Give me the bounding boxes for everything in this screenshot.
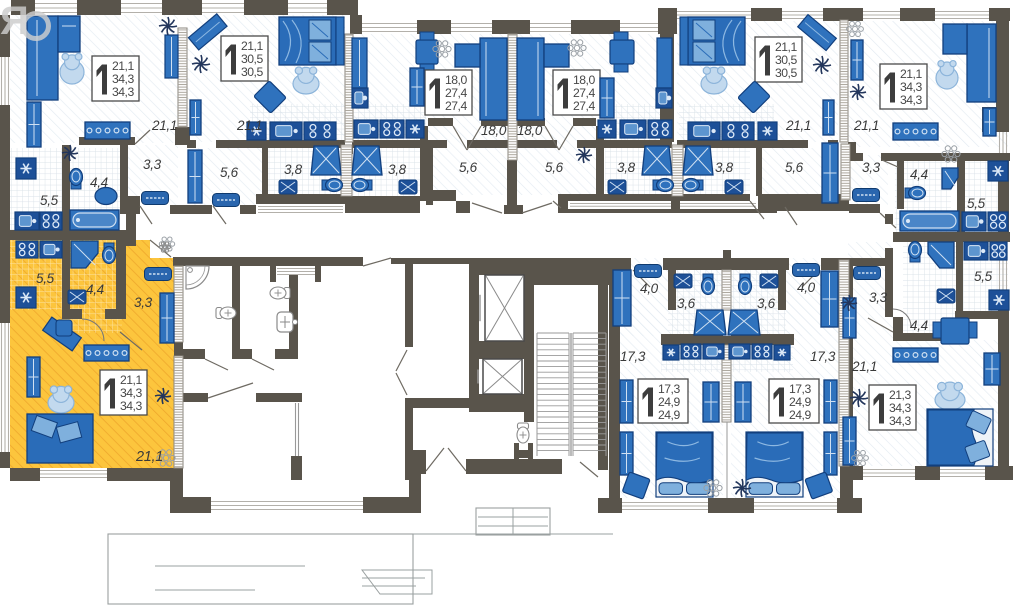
svg-text:18,0: 18,0 <box>445 73 467 87</box>
svg-text:4,4: 4,4 <box>910 167 928 182</box>
svg-text:21,1: 21,1 <box>853 118 879 133</box>
svg-text:18,0: 18,0 <box>517 123 543 138</box>
svg-text:5,6: 5,6 <box>459 160 478 175</box>
svg-text:3,3: 3,3 <box>862 160 881 175</box>
svg-text:21,1: 21,1 <box>775 40 797 54</box>
svg-text:4,4: 4,4 <box>910 318 928 333</box>
svg-text:3,3: 3,3 <box>134 295 153 310</box>
svg-text:21,3: 21,3 <box>889 388 911 402</box>
svg-text:4,0: 4,0 <box>797 280 816 295</box>
svg-text:21,1: 21,1 <box>135 449 163 465</box>
svg-text:21,1: 21,1 <box>120 373 142 387</box>
svg-text:5,6: 5,6 <box>545 160 564 175</box>
svg-text:34,3: 34,3 <box>112 85 134 99</box>
svg-text:21,1: 21,1 <box>236 118 262 133</box>
svg-text:17,3: 17,3 <box>620 349 646 364</box>
svg-text:18,0: 18,0 <box>481 123 507 138</box>
svg-text:4,4: 4,4 <box>86 282 104 297</box>
svg-text:5,5: 5,5 <box>967 196 986 211</box>
svg-text:34,3: 34,3 <box>889 401 911 415</box>
svg-text:24,9: 24,9 <box>658 408 680 422</box>
svg-text:5,6: 5,6 <box>785 160 804 175</box>
svg-text:17,3: 17,3 <box>810 349 836 364</box>
svg-text:34,3: 34,3 <box>120 386 142 400</box>
svg-text:3,8: 3,8 <box>715 160 734 175</box>
svg-text:4,4: 4,4 <box>90 175 108 190</box>
svg-text:3,6: 3,6 <box>677 296 696 311</box>
svg-text:3,6: 3,6 <box>757 296 776 311</box>
svg-text:17,3: 17,3 <box>658 382 680 396</box>
svg-text:21,1: 21,1 <box>785 118 811 133</box>
svg-text:5,5: 5,5 <box>974 269 993 284</box>
svg-text:30,5: 30,5 <box>241 52 263 66</box>
svg-text:21,1: 21,1 <box>241 39 263 53</box>
svg-text:34,3: 34,3 <box>120 399 142 413</box>
svg-text:30,5: 30,5 <box>775 53 797 67</box>
svg-text:5,5: 5,5 <box>36 271 55 286</box>
svg-text:17,3: 17,3 <box>789 382 811 396</box>
svg-text:18,0: 18,0 <box>573 73 595 87</box>
svg-text:30,5: 30,5 <box>241 65 263 79</box>
svg-text:21,1: 21,1 <box>900 67 922 81</box>
svg-text:3,8: 3,8 <box>388 162 407 177</box>
svg-text:30,5: 30,5 <box>775 66 797 80</box>
svg-text:24,9: 24,9 <box>658 395 680 409</box>
svg-text:3,8: 3,8 <box>284 162 303 177</box>
svg-text:21,1: 21,1 <box>112 59 134 73</box>
svg-text:5,6: 5,6 <box>220 165 239 180</box>
svg-text:21,1: 21,1 <box>151 118 177 133</box>
svg-text:4,0: 4,0 <box>640 281 659 296</box>
svg-text:21,1: 21,1 <box>851 359 877 374</box>
svg-text:27,4: 27,4 <box>445 99 467 113</box>
svg-text:34,3: 34,3 <box>889 414 911 428</box>
svg-text:27,4: 27,4 <box>573 99 595 113</box>
svg-text:3,3: 3,3 <box>143 157 162 172</box>
svg-text:24,9: 24,9 <box>789 395 811 409</box>
svg-text:34,3: 34,3 <box>900 93 922 107</box>
svg-text:3,8: 3,8 <box>617 160 636 175</box>
svg-text:3,3: 3,3 <box>869 290 888 305</box>
svg-text:34,3: 34,3 <box>900 80 922 94</box>
svg-text:34,3: 34,3 <box>112 72 134 86</box>
svg-text:24,9: 24,9 <box>789 408 811 422</box>
svg-text:27,4: 27,4 <box>445 86 467 100</box>
svg-text:27,4: 27,4 <box>573 86 595 100</box>
svg-text:5,5: 5,5 <box>40 193 59 208</box>
